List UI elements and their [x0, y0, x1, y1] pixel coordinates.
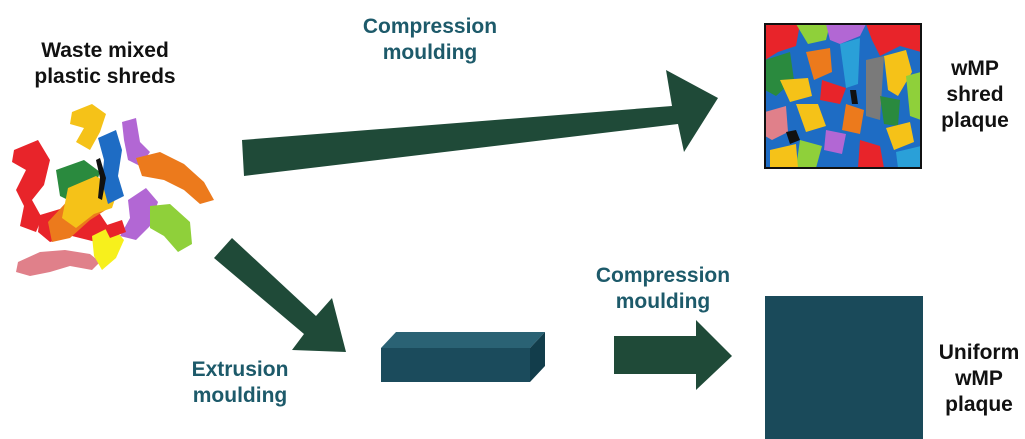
compression-top-label: Compression moulding — [345, 14, 515, 66]
shred-orange-right — [136, 152, 214, 204]
arrow-extrusion — [214, 238, 346, 352]
shred-plaque-image — [764, 23, 922, 169]
compression-top-label-line2: moulding — [382, 41, 478, 64]
uniform-plaque-label-line3: plaque — [945, 393, 1013, 416]
extrusion-label-line1: Extrusion — [191, 358, 289, 381]
uniform-plaque — [765, 296, 923, 439]
extruded-block — [381, 332, 545, 382]
waste-shreds-label-line1: Waste mixed — [41, 39, 169, 62]
shred-plaque-label-line2: shred — [946, 83, 1004, 106]
compression-bottom-label-line1: Compression — [595, 264, 731, 287]
waste-shreds-label-line2: plastic shreds — [34, 65, 176, 88]
extrusion-label: Extrusion moulding — [165, 357, 315, 409]
shred-black-edge — [96, 158, 106, 200]
shred-yellow-top — [70, 104, 106, 150]
waste-shreds-label: Waste mixed plastic shreds — [20, 38, 190, 90]
shred-lime — [150, 204, 192, 252]
block-top-face — [381, 332, 545, 348]
shred-red-small — [104, 220, 126, 238]
shred-plaque-label-line3: plaque — [941, 109, 1009, 132]
compression-bottom-label: Compression moulding — [578, 263, 748, 315]
block-side-face — [530, 332, 545, 382]
shred-plaque-label-line1: wMP — [951, 57, 999, 80]
block-front-face — [381, 348, 530, 382]
uniform-plaque-label: Uniform wMP plaque — [933, 340, 1025, 418]
shred-pink — [16, 250, 100, 276]
shred-purple-2 — [120, 188, 158, 240]
compression-bottom-label-line2: moulding — [615, 290, 711, 313]
compression-top-label-line1: Compression — [362, 15, 498, 38]
arrow-compression-bottom — [614, 320, 732, 390]
shred-plaque-label: wMP shred plaque — [935, 56, 1015, 134]
arrow-compression-top — [242, 70, 718, 176]
shred-light-yellow — [92, 226, 124, 270]
extrusion-label-line2: moulding — [192, 384, 288, 407]
uniform-plaque-label-line1: Uniform — [938, 341, 1020, 364]
shred-red — [12, 140, 50, 232]
plastic-shreds-cluster — [12, 104, 214, 276]
shred-purple — [122, 118, 150, 166]
uniform-plaque-label-line2: wMP — [955, 367, 1003, 390]
